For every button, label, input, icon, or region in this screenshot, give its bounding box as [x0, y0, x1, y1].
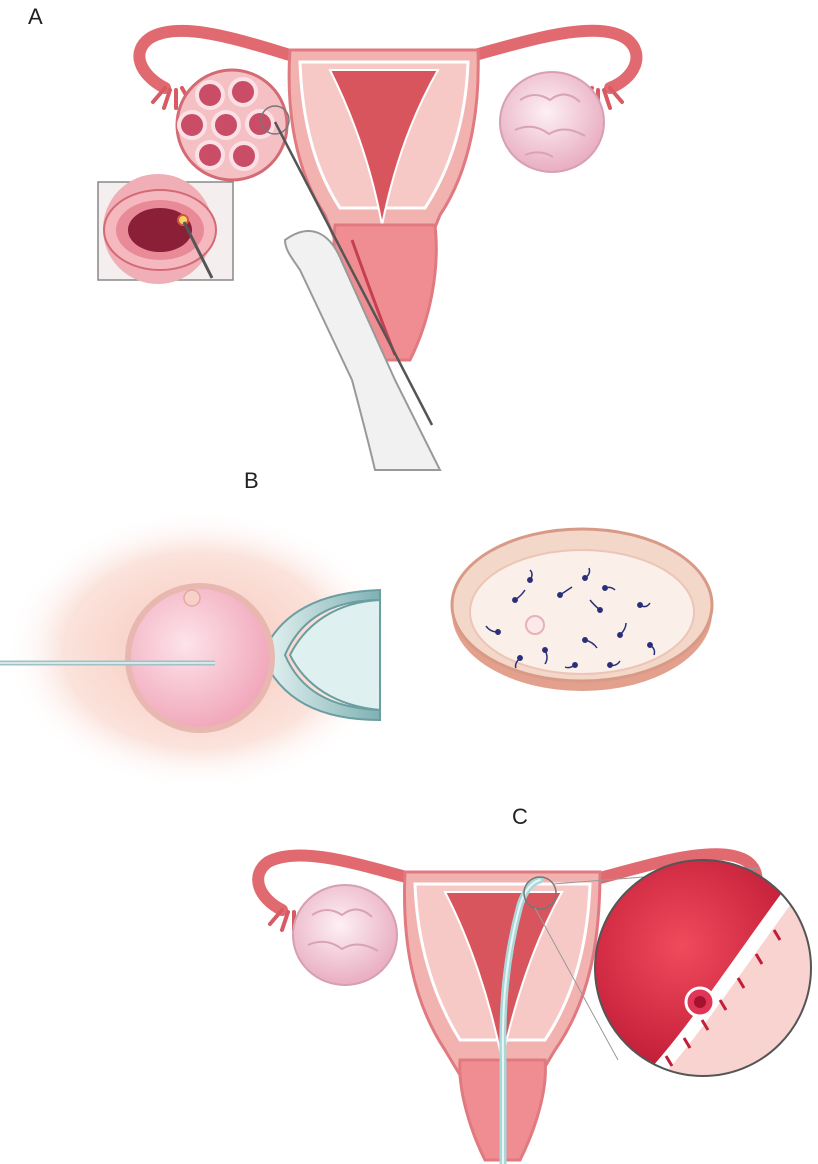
panel-a — [98, 31, 636, 470]
follicle-aspiration-inset — [98, 174, 233, 284]
implantation-magnifier — [595, 860, 818, 1100]
panel-b — [0, 510, 712, 790]
stimulated-ovary — [177, 70, 289, 180]
petri-dish — [452, 529, 712, 691]
left-fimbriae-c — [270, 910, 294, 930]
left-ovary-c — [293, 885, 397, 985]
egg-cell — [128, 586, 272, 730]
polar-body — [184, 590, 200, 606]
dish-egg — [526, 616, 544, 634]
panel-c — [258, 854, 818, 1164]
